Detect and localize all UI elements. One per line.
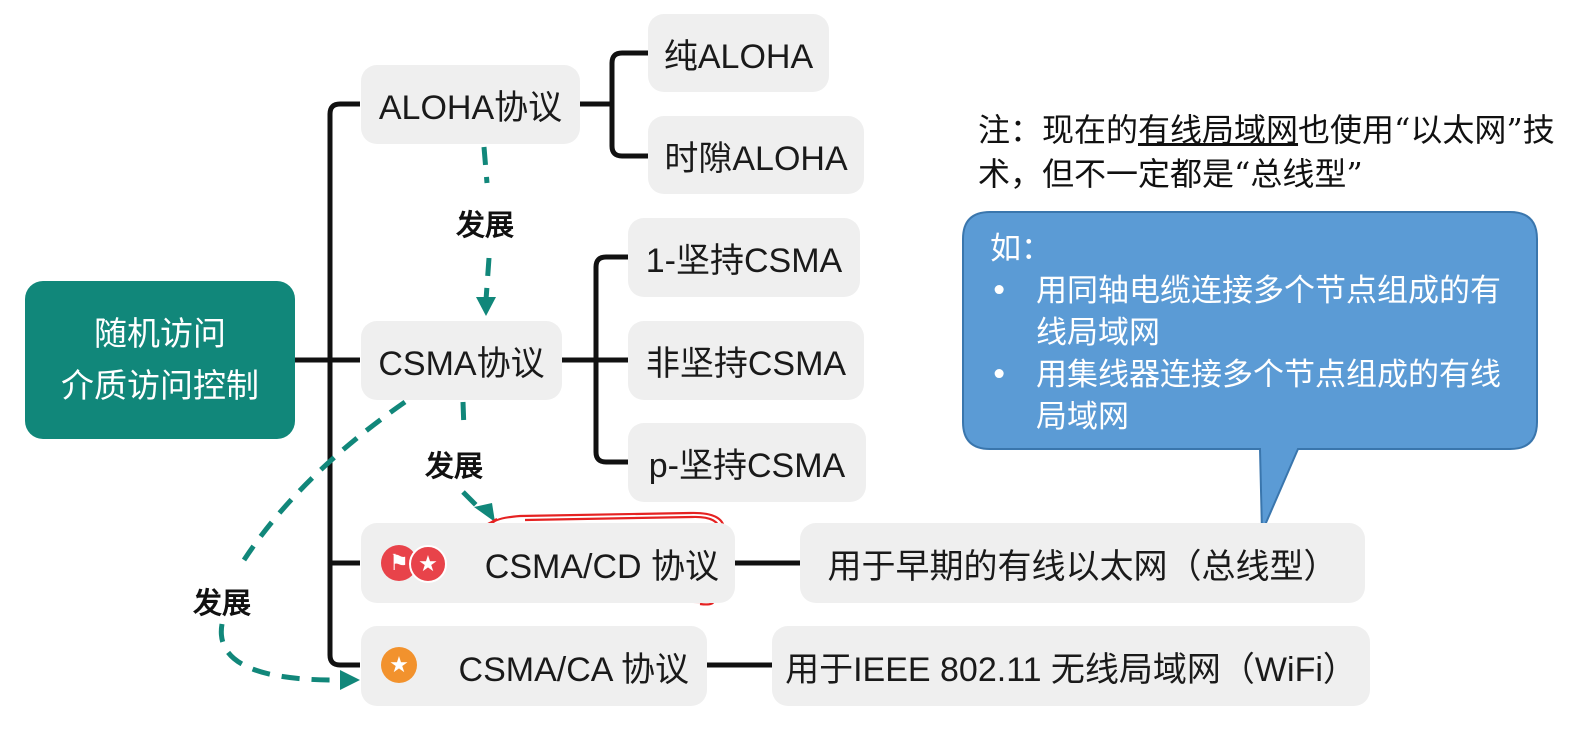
bubble-bullet-text: 用集线器连接多个节点组成的有线局域网 bbox=[1036, 357, 1501, 435]
bubble-bullet: • 用同轴电缆连接多个节点组成的有线局域网 bbox=[990, 270, 1530, 354]
one-persistent-csma-label: 1-坚持CSMA bbox=[645, 242, 843, 280]
star-icon: ★ bbox=[381, 647, 417, 683]
root-line2: 介质访问控制 bbox=[61, 367, 259, 404]
aloha-protocol-node: ALOHA协议 bbox=[361, 65, 580, 144]
one-persistent-csma-node: 1-坚持CSMA bbox=[628, 218, 860, 297]
bubble-bullet: • 用集线器连接多个节点组成的有线局域网 bbox=[990, 354, 1530, 438]
non-persistent-csma-node: 非坚持CSMA bbox=[628, 321, 864, 400]
bubble-heading: 如： bbox=[990, 231, 1052, 267]
root-line1: 随机访问 bbox=[94, 315, 226, 352]
note-text: 注：现在的有线局域网也使用“以太网”技术，但不一定都是“总线型” bbox=[978, 108, 1578, 196]
csma-protocol-node: CSMA协议 bbox=[361, 321, 562, 400]
arrowhead-csma-ca bbox=[340, 670, 360, 690]
note-underlined-term: 有线局域网 bbox=[1138, 111, 1299, 149]
aloha-protocol-label: ALOHA协议 bbox=[378, 89, 563, 127]
speech-bubble bbox=[962, 211, 1538, 533]
bullet-dot-icon: • bbox=[990, 357, 1009, 393]
aloha-bracket bbox=[609, 50, 648, 159]
arrow-csma-to-cd bbox=[460, 401, 483, 512]
non-persistent-csma-label: 非坚持CSMA bbox=[645, 345, 847, 383]
slotted-aloha-node: 时隙ALOHA bbox=[648, 116, 864, 194]
p-persistent-csma-label: p-坚持CSMA bbox=[648, 447, 846, 485]
csma-protocol-label: CSMA协议 bbox=[378, 345, 545, 383]
arrow-aloha-to-csma bbox=[481, 146, 492, 301]
develop-label-aloha-csma: 发展 bbox=[456, 202, 515, 244]
main-spine bbox=[327, 101, 360, 668]
arrowhead-csma-cd bbox=[474, 503, 495, 522]
csmacd-protocol-label: CSMA/CD 协议 bbox=[484, 547, 719, 586]
csmacd-description-label: 用于早期的有线以太网（总线型） bbox=[827, 547, 1338, 586]
bullet-dot-icon: • bbox=[990, 273, 1009, 309]
p-persistent-csma-node: p-坚持CSMA bbox=[628, 423, 866, 502]
csmacd-description-node: 用于早期的有线以太网（总线型） bbox=[800, 523, 1365, 603]
csmaca-protocol-node: CSMA/CA 协议 bbox=[361, 626, 707, 706]
bubble-content: 如： • 用同轴电缆连接多个节点组成的有线局域网 • 用集线器连接多个节点组成的… bbox=[990, 228, 1530, 438]
slotted-aloha-label: 时隙ALOHA bbox=[664, 139, 848, 178]
note-prefix: 注：现在的 bbox=[978, 111, 1139, 149]
pure-aloha-node: 纯ALOHA bbox=[648, 14, 829, 92]
csmaca-description-label: 用于IEEE 802.11 无线局域网（WiFi） bbox=[785, 650, 1357, 689]
note-suffix: 也使用“以太网”技术，但不一定都是“总线型” bbox=[978, 111, 1555, 193]
root-node: 随机访问 介质访问控制 bbox=[25, 281, 295, 439]
csmaca-description-node: 用于IEEE 802.11 无线局域网（WiFi） bbox=[772, 626, 1370, 706]
csma-bracket bbox=[593, 254, 628, 465]
csmaca-protocol-label: CSMA/CA 协议 bbox=[458, 650, 689, 689]
bubble-bullet-text: 用同轴电缆连接多个节点组成的有线局域网 bbox=[1036, 273, 1501, 351]
pure-aloha-label: 纯ALOHA bbox=[663, 37, 814, 76]
arrowhead-aloha-csma bbox=[476, 297, 496, 316]
develop-label-csma-ca: 发展 bbox=[193, 580, 252, 622]
develop-label-csma-cd: 发展 bbox=[425, 443, 484, 485]
star-icon: ★ bbox=[409, 545, 447, 583]
arrow-csma-to-ca bbox=[218, 399, 407, 683]
